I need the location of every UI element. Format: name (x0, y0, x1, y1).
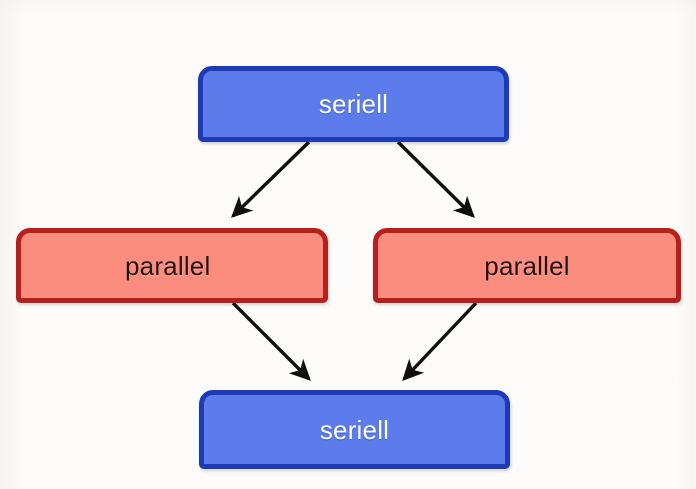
node-label: parallel (125, 250, 211, 281)
node-serial-top[interactable]: seriell (198, 66, 509, 142)
node-serial-bottom[interactable]: seriell (199, 390, 510, 469)
edge-top-to-left (231, 140, 311, 218)
edge-right-to-bottom (402, 301, 478, 381)
node-label: seriell (318, 89, 389, 119)
node-label: seriell (319, 414, 390, 445)
node-parallel-right[interactable]: parallel (373, 228, 681, 303)
node-parallel-left[interactable]: parallel (16, 228, 328, 303)
node-label: parallel (484, 250, 570, 281)
edge-left-to-bottom (231, 301, 311, 381)
edge-top-to-right (396, 140, 475, 218)
